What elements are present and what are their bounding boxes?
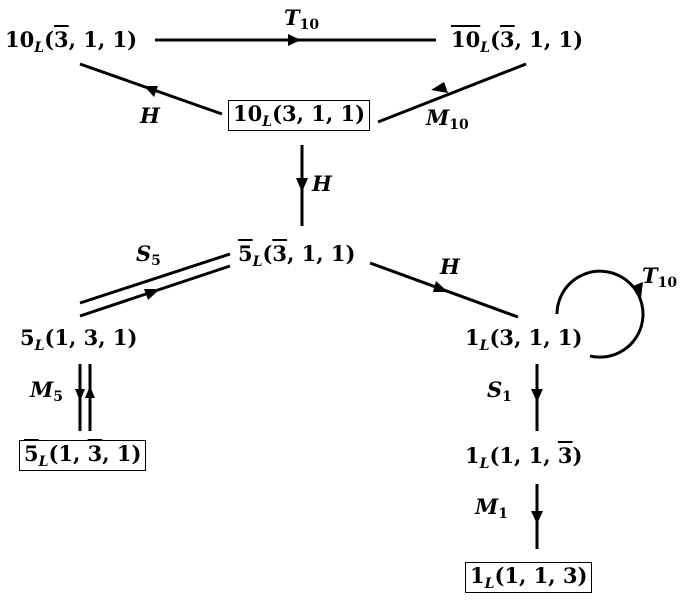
label-h-mid: H [312, 171, 332, 196]
label-s1: S1 [487, 377, 512, 406]
label-s5: S5 [136, 241, 161, 270]
node-5bar-3bar-1-1: 5L(3, 1, 1) [238, 241, 356, 271]
node-10bar-3bar-1-1: 10L(3, 1, 1) [451, 27, 584, 57]
edge-h-right-arrowhead [433, 281, 448, 292]
node-1-1-1-3-boxed: 1L(1, 1, 3) [465, 562, 593, 593]
node-1-1-1-3bar: 1L(1, 1, 3) [465, 443, 583, 473]
label-m5: M5 [30, 377, 63, 406]
edge-t10-loop-arc [555, 269, 645, 359]
label-h-right: H [440, 254, 460, 279]
edge-s5-line-upper [79, 252, 231, 305]
node-5-1-3-1: 5L(1, 3, 1) [20, 325, 138, 355]
node-10-3-1-1-boxed: 10L(3, 1, 1) [228, 100, 371, 131]
edge-m5-arrowhead-up [85, 386, 95, 398]
edge-s1-arrowhead [531, 389, 543, 402]
label-m1: M1 [475, 494, 508, 523]
node-5bar-1-3bar-1-boxed: 5L(1, 3, 1) [19, 440, 147, 471]
edge-h-left-arrowhead [144, 86, 158, 97]
edge-m10-arrowhead [431, 82, 448, 93]
edge-m1-arrowhead [531, 511, 543, 524]
edge-t10-top-arrowhead [288, 34, 301, 46]
node-10-3bar-1-1: 10L(3, 1, 1) [5, 27, 138, 57]
label-t10-loop: T10 [642, 263, 678, 292]
edge-h-mid-arrowhead [296, 178, 308, 192]
edge-s5-arrowhead [144, 289, 160, 300]
edge-m5-arrowhead-down [75, 389, 85, 401]
label-h-left: H [140, 103, 160, 128]
label-m10: M10 [426, 105, 469, 134]
label-t10-top: T10 [284, 5, 320, 34]
node-1-3-1-1: 1L(3, 1, 1) [465, 325, 583, 355]
edge-m10-line [377, 62, 527, 124]
edge-t10-loop-arrowhead [633, 282, 643, 298]
